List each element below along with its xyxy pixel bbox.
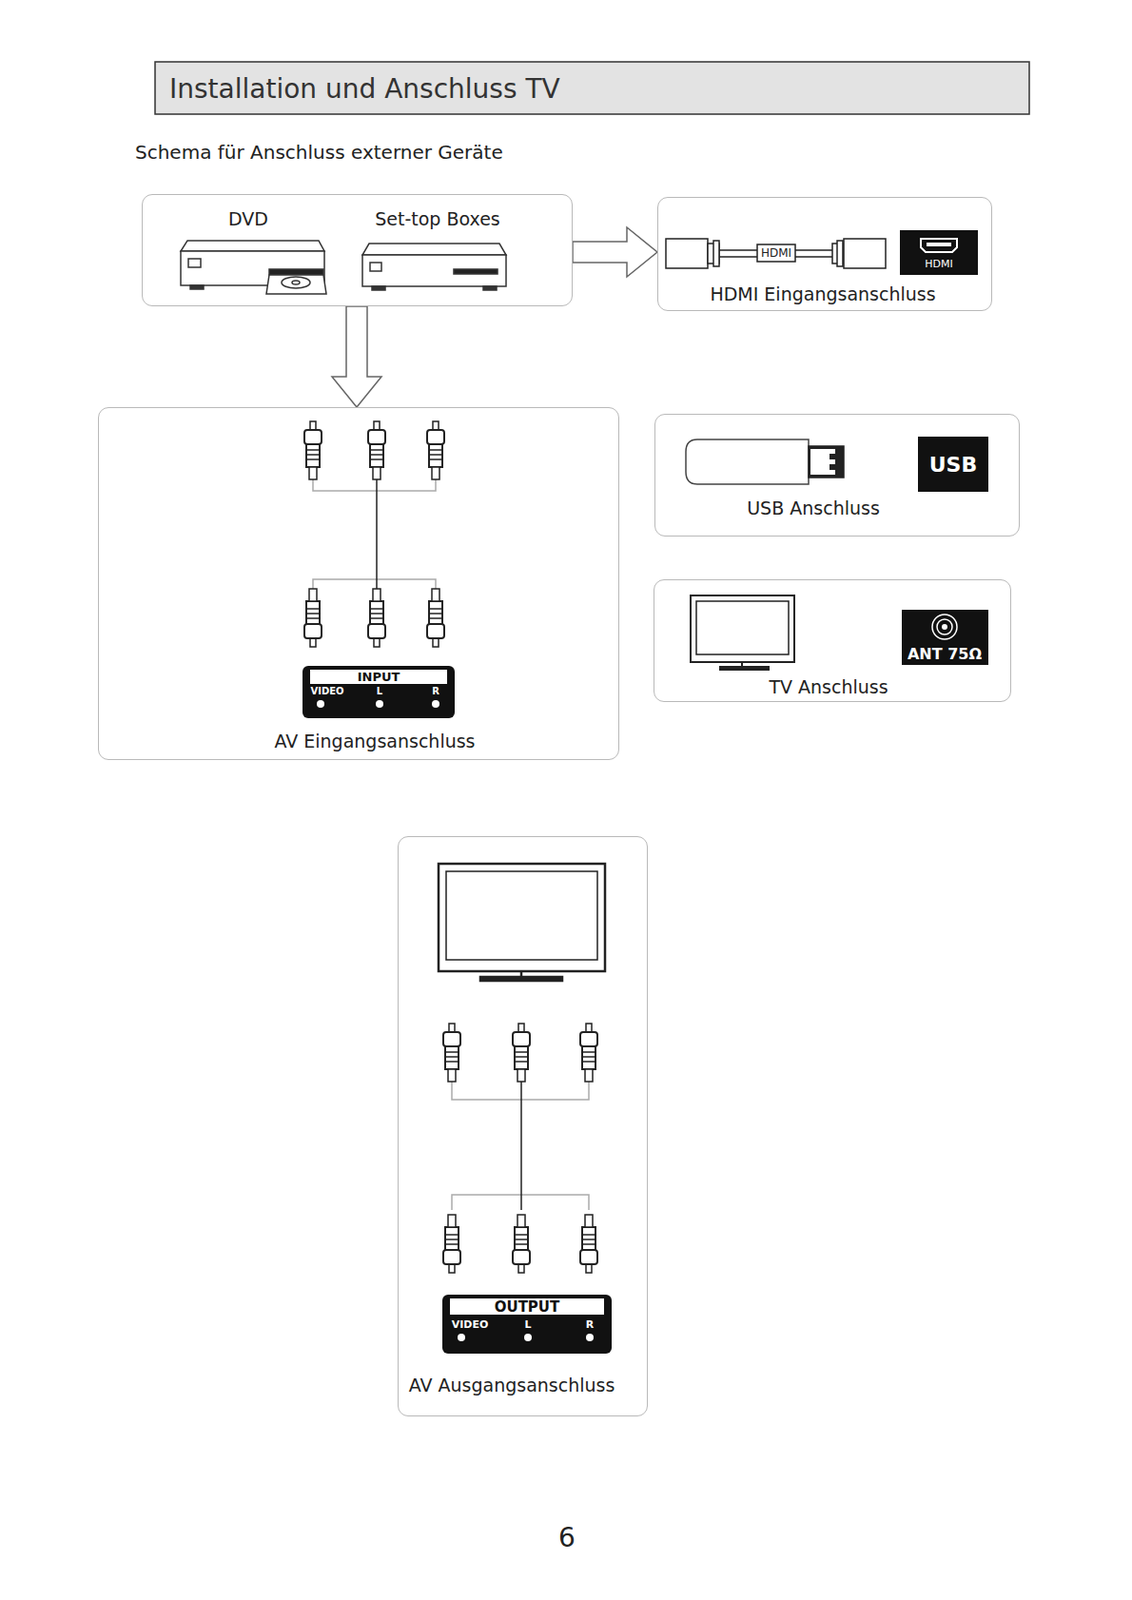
box-label: DVD (228, 208, 269, 230)
hdmi-port (899, 230, 978, 275)
title-bar (155, 61, 1030, 115)
rca-plugs-input (304, 421, 445, 647)
flow-arrow (331, 306, 382, 408)
tv-icon (690, 595, 795, 670)
page-number: 6 (558, 1524, 576, 1552)
port-label: ANT 75Ω (907, 646, 982, 663)
device-box: DVD Set-top Boxes (141, 194, 573, 307)
set-top-box (362, 243, 507, 291)
box-label: Set-top Boxes (374, 208, 501, 230)
flow-arrow (572, 227, 658, 277)
usb-stick (685, 439, 844, 485)
port-label: HDMI (924, 258, 953, 270)
panel-heading: OUTPUT (494, 1300, 561, 1315)
tv-set (438, 863, 606, 981)
device-box: AV Ausgangsanschluss (397, 836, 648, 1417)
box-label: AV Ausgangsanschluss (409, 1374, 616, 1396)
output-panel (442, 1294, 612, 1354)
antenna-port (901, 609, 989, 665)
device-box: HDMI Eingangsanschluss (657, 196, 993, 312)
input-panel (302, 665, 455, 719)
cable-label: HDMI (761, 247, 792, 259)
device-box: TV Anschluss (653, 579, 1012, 703)
pin-name: R (585, 1319, 594, 1330)
box-label: AV Eingangsanschluss (273, 730, 475, 752)
port-label: USB (929, 454, 977, 476)
box-label: HDMI Eingangsanschluss (709, 283, 936, 305)
pin-name: VIDEO (310, 686, 344, 697)
box-label: TV Anschluss (768, 676, 888, 698)
device-box: AV Eingangsanschluss (97, 407, 620, 761)
title-text: Installation und Anschluss TV (169, 73, 561, 105)
pin-name: L (524, 1319, 531, 1330)
pin-name: VIDEO (451, 1319, 489, 1330)
dvd-player (180, 240, 327, 294)
box-label: USB Anschluss (746, 497, 880, 519)
panel-heading: INPUT (357, 670, 401, 684)
pin-name: R (431, 686, 440, 697)
subtitle: Schema für Anschluss externer Geräte (135, 142, 504, 162)
hdmi-cable (665, 238, 886, 269)
pin-name: L (376, 686, 383, 697)
rca-plugs-output (443, 1023, 598, 1273)
usb-badge (917, 436, 989, 492)
